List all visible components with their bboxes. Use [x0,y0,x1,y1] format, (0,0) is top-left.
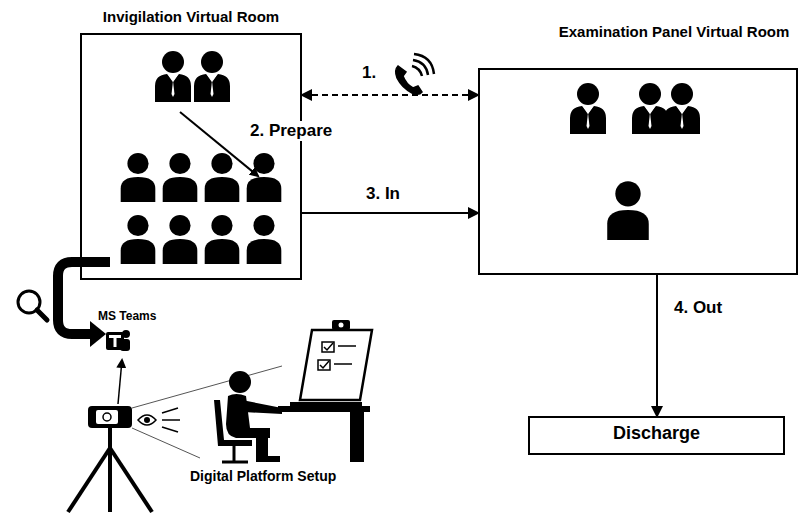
magnifier-icon [18,291,47,320]
in-connector [302,212,478,214]
step-label: 4. Out [672,298,724,318]
panel-members [570,83,700,134]
room-heading: Examination Panel Virtual Room [540,23,802,40]
prepare-arrow [180,112,258,176]
call-connector [302,94,478,96]
candidate-in-panel [607,181,649,240]
step-label: 2. Prepare [248,121,334,141]
room-heading: Invigilation Virtual Room [82,8,300,25]
teams-logo [106,330,130,351]
tripod-camera [68,360,152,512]
platform-label: MS Teams [96,310,158,324]
invigilators [155,51,230,102]
panel-room: Examination Panel Virtual Room [478,68,798,275]
setup-caption: Digital Platform Setup [188,468,338,484]
laptop [290,320,372,404]
invigilation-room: Invigilation Virtual Room [80,33,302,280]
candidates [121,153,282,264]
step-label: 3. In [364,184,402,204]
discharge-box: Discharge [528,416,785,455]
monitor-arrow [58,262,110,347]
eye-symbol [138,408,180,432]
out-connector [656,275,658,416]
box-text: Discharge [530,418,783,445]
step-label: 1. [360,63,378,83]
phone-icon [396,54,434,94]
